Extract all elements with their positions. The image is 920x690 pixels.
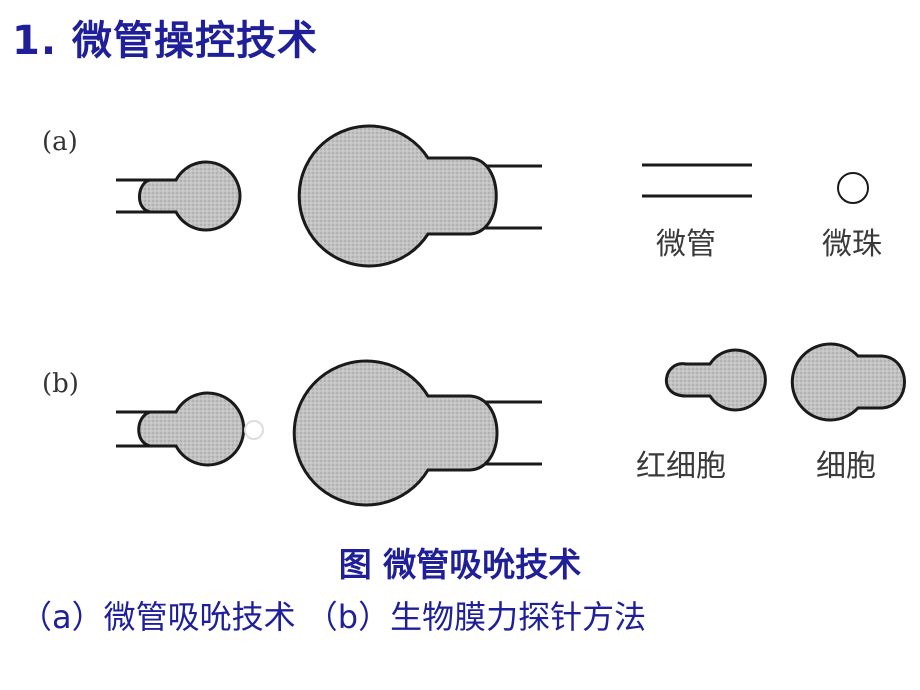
micropipette-figure: (a) 微管 微珠 (b) 红细胞 细胞 (42, 124, 906, 507)
legend-cell-label: 细胞 (816, 449, 876, 484)
panel-b-large-cell-in-pipette (292, 359, 542, 507)
figure-subcaption: （a）微管吸吮技术 （b）生物膜力探针方法 (20, 598, 647, 636)
panel-a-label: (a) (42, 127, 78, 157)
panel-b-label: (b) (42, 369, 79, 399)
slide-title: 1. 微管操控技术 (12, 18, 318, 64)
legend-micropipette-icon (642, 163, 752, 198)
panel-a-small-cell-in-pipette (116, 160, 242, 232)
legend-red-blood-cell-icon (665, 348, 767, 412)
panel-a-large-cell-in-pipette (297, 124, 542, 268)
legend-microbead-label: 微珠 (822, 227, 882, 262)
figure-caption: 图 微管吸吮技术 (338, 545, 582, 584)
legend-micropipette-label: 微管 (656, 227, 716, 262)
panel-b-small-cell-in-pipette (116, 391, 264, 467)
legend-cell-icon (790, 342, 906, 422)
legend-red-blood-cell-label: 红细胞 (636, 449, 726, 484)
legend-microbead-icon (837, 172, 869, 204)
